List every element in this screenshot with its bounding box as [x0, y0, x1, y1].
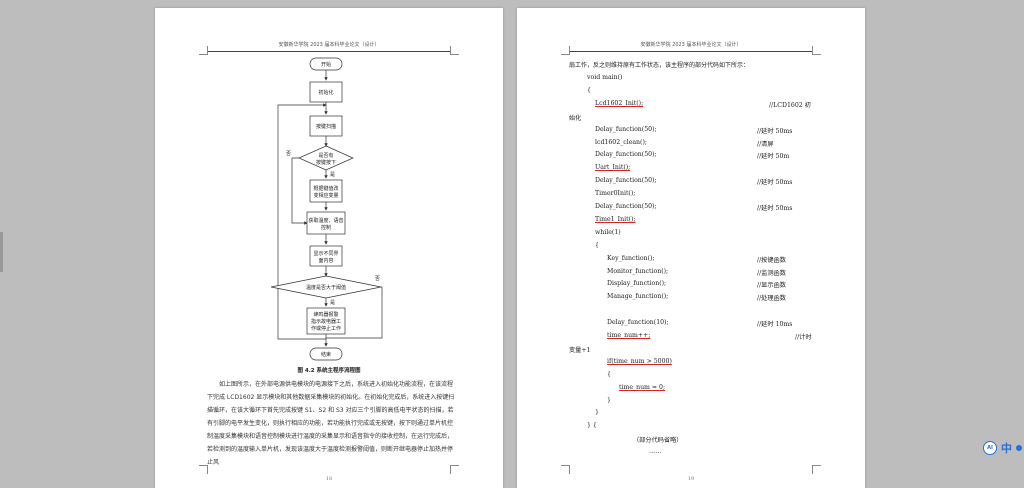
- code-line: time_num = 0;: [619, 383, 666, 391]
- connector: [291, 157, 308, 225]
- flow-end-node: [309, 347, 343, 361]
- code-line: Delay_function(50);: [595, 125, 657, 133]
- code-comment: //延时 50ms: [757, 205, 793, 212]
- code-line: {: [595, 241, 599, 249]
- code-line: 变量+1: [569, 346, 591, 354]
- flow-acquire-label: 获取温度、语音: [308, 217, 343, 224]
- corner-mark: [812, 46, 821, 55]
- code-comment: //延时 50ms: [757, 127, 793, 135]
- code-comment: //LCD1602 初: [769, 101, 811, 109]
- code-line: Uart_Init();: [595, 164, 631, 172]
- code-line: Manage_function();: [607, 293, 669, 301]
- flow-key-q-label: 按键按下: [316, 159, 336, 166]
- header-rule: [569, 51, 813, 52]
- code-comment: //按键函数: [757, 256, 786, 264]
- code-line: 始化: [569, 114, 582, 122]
- flow-buzzer-label: 指示故电器工: [311, 318, 341, 325]
- corner-mark: [812, 465, 821, 474]
- corner-mark: [450, 465, 459, 474]
- code-line: time_num++;: [607, 332, 651, 339]
- code-comment: //监测函数: [757, 269, 786, 277]
- code-line: }: [607, 396, 611, 404]
- code-line: {: [607, 370, 611, 378]
- flow-display-label: 显示不同界: [313, 251, 338, 257]
- code-line: Display_function();: [607, 280, 667, 288]
- flow-init-node: [309, 81, 343, 103]
- flow-change-label: 根据键值改: [313, 185, 338, 192]
- code-comment: //清屏: [757, 140, 774, 148]
- flow-temp-decision: [270, 275, 382, 299]
- flow-no-label: 否: [375, 276, 380, 282]
- code-line: lcd1602_clean();: [595, 138, 647, 146]
- code-comment: //延时 50ms: [757, 179, 793, 187]
- code-line: Key_function();: [607, 254, 655, 262]
- code-line: Timer0Init();: [595, 190, 636, 198]
- flow-start-node: [309, 57, 343, 71]
- main-program-flowchart: 开始 初始化 按键扫描 是否有 按键按下 是 否 根据键值改 变相应变量 获取温…: [270, 57, 383, 361]
- flow-buzzer-label: 蜂鸣器报警: [313, 311, 338, 318]
- code-line: （部分代码省略）: [633, 437, 683, 445]
- document-page-19: 安徽新华学院 2023 届本科毕业论文（设计） 扇工作，反之则维持原有工作状态，…: [517, 8, 865, 488]
- flow-start-label: 开始: [321, 61, 331, 68]
- flow-acquire-label: 控制: [321, 224, 331, 231]
- flow-init-label: 初始化: [318, 89, 333, 96]
- translate-icon[interactable]: AI: [983, 441, 997, 455]
- connector: [326, 286, 383, 339]
- code-comment: //计时: [795, 334, 812, 341]
- code-line: void main(): [587, 74, 623, 81]
- left-edge-marker: [0, 232, 3, 272]
- corner-mark: [199, 465, 208, 474]
- flow-acquire-node: [306, 211, 346, 235]
- code-line: Monitor_function();: [607, 267, 669, 275]
- code-comment: //延时 10ms: [757, 321, 793, 329]
- code-line: while(1): [595, 228, 621, 236]
- flow-key-decision: [298, 145, 354, 171]
- header-rule: [207, 51, 451, 52]
- code-comment: //处理函数: [757, 295, 786, 303]
- flow-yes-label: 是: [330, 300, 335, 306]
- flow-display-label: 面内容: [318, 257, 333, 264]
- page-header: 安徽新华学院 2023 届本科毕业论文（设计）: [278, 42, 380, 48]
- language-zh-toggle[interactable]: 中: [1001, 442, 1012, 455]
- body-paragraph: 如上图所示，在外部电源供电模块的电源接下之后，系统进入初始化功能流程，在该流程下…: [207, 381, 455, 466]
- translate-widget[interactable]: AI 中: [983, 440, 1022, 456]
- code-line: Delay_function(50);: [595, 177, 657, 185]
- flow-buzzer-node: [306, 307, 346, 335]
- code-line: }: [595, 409, 599, 417]
- corner-mark: [450, 46, 459, 55]
- flow-temp-q-label: 温度是否大于阈值: [306, 284, 346, 291]
- code-line: Time1_Init();: [595, 215, 636, 223]
- flow-no-label: 否: [286, 151, 291, 157]
- flow-display-node: [309, 245, 343, 267]
- flow-scan-label: 按键扫描: [316, 123, 336, 130]
- document-page-18: 安徽新华学院 2023 届本科毕业论文（设计）: [155, 8, 503, 488]
- code-line: Delay_function(10);: [607, 319, 669, 327]
- widget-dot-icon[interactable]: [1016, 445, 1022, 451]
- flow-buzzer-label: 作或停止工作: [311, 325, 341, 332]
- figure-caption: 图 4.2 系统主程序流程图: [297, 368, 361, 374]
- code-line: {: [587, 86, 591, 94]
- code-line: ……: [649, 448, 662, 456]
- code-line: Delay_function(50);: [595, 203, 657, 210]
- code-line: Delay_function(50);: [595, 151, 657, 159]
- code-line: Lcd1602_Init();: [595, 99, 644, 107]
- page-header: 安徽新华学院 2023 届本科毕业论文（设计）: [640, 42, 742, 48]
- corner-mark: [561, 465, 570, 474]
- flow-yes-label: 是: [330, 172, 335, 178]
- code-line: if(time_num > 5000): [607, 357, 672, 365]
- page-number: 18: [325, 476, 333, 482]
- connector: [277, 103, 327, 340]
- flow-scan-node: [309, 115, 343, 137]
- code-comment: //显示函数: [757, 282, 786, 290]
- flow-end-label: 结束: [321, 351, 331, 358]
- flow-key-q-label: 是否有: [318, 152, 333, 159]
- code-comment: //延时 50m: [757, 153, 790, 161]
- flow-change-node: [309, 179, 343, 203]
- page-number: 19: [687, 476, 695, 482]
- corner-mark: [199, 46, 208, 55]
- intro-line: 扇工作，反之则维持原有工作状态，该主程序的部分代码如下所示：: [569, 62, 750, 69]
- flow-change-label: 变相应变量: [313, 192, 338, 199]
- corner-mark: [561, 46, 570, 55]
- code-line: } {: [587, 422, 597, 430]
